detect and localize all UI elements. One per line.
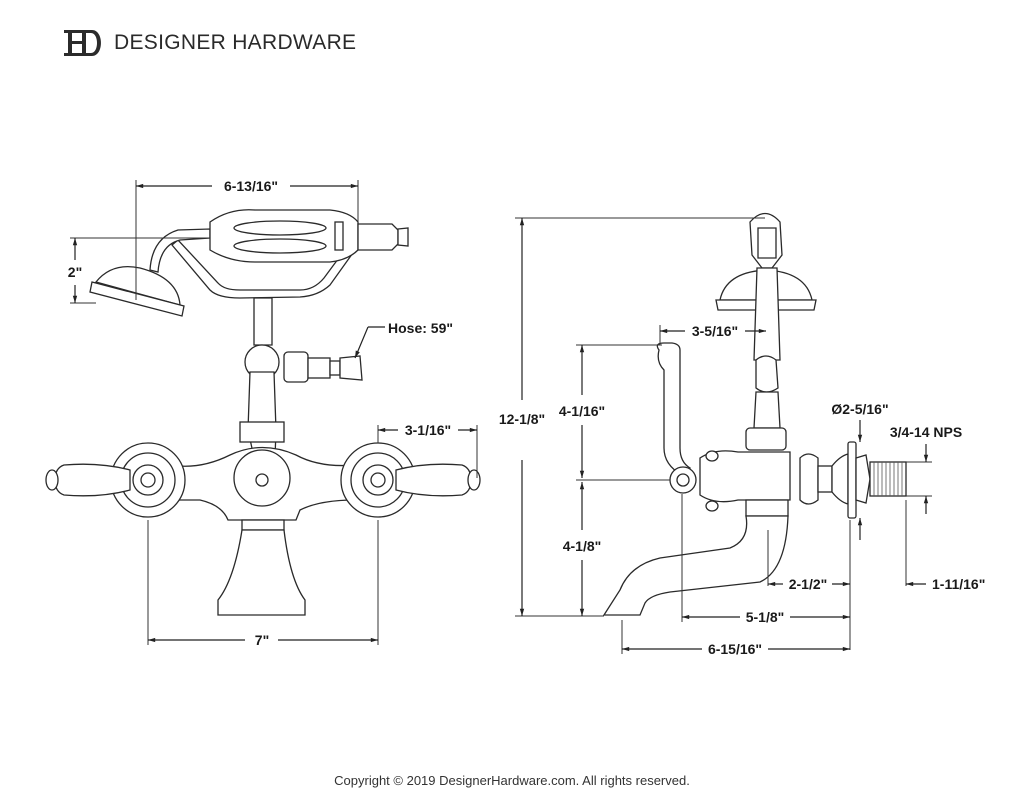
left-stem: [140, 472, 156, 488]
right-lever-tip: [467, 469, 481, 491]
dim-spout-mid: 5-1/8": [746, 609, 785, 625]
side-flange-cone: [831, 453, 849, 505]
riser-nut: [239, 421, 285, 443]
hose-fitting: [307, 357, 331, 379]
side-riser-nut: [745, 427, 787, 451]
side-threaded-shank: [869, 461, 907, 497]
side-body-boss: [705, 500, 719, 512]
hose-stub: [397, 227, 409, 247]
side-union: [799, 453, 819, 505]
handle-grip-slot: [233, 238, 327, 254]
dim-flange-diameter: Ø2-5/16": [831, 401, 888, 417]
handle-ring: [334, 221, 344, 251]
cradle-stem: [253, 297, 273, 346]
right-lever-handle: [395, 463, 472, 497]
handle-grip-slot: [233, 220, 327, 236]
dim-overall-height: 12-1/8": [499, 411, 545, 427]
side-hose-thread: [757, 227, 777, 259]
dim-thread-length: 1-11/16": [932, 576, 985, 592]
right-stem: [370, 472, 386, 488]
side-spout: [602, 515, 789, 616]
dim-lower-height: 4-1/8": [563, 538, 602, 554]
brand-header: DESIGNER HARDWARE: [62, 26, 356, 60]
hose-coil: [339, 355, 363, 381]
dim-handle-offset: 3-5/16": [692, 323, 738, 339]
handshower-face: [89, 281, 185, 317]
side-hex-nut: [855, 454, 871, 504]
hose-nut: [283, 351, 309, 383]
dh-monogram-logo-icon: [64, 30, 101, 56]
side-diverter-knob-inner: [676, 473, 690, 487]
hose-outlet: [329, 360, 341, 376]
copyright-footer: Copyright © 2019 DesignerHardware.com. A…: [334, 773, 690, 788]
dim-upper-height: 4-1/16": [559, 403, 605, 419]
side-flange: [847, 441, 857, 519]
hose-connector: [357, 223, 399, 251]
spout-base: [217, 529, 306, 616]
left-lever-handle: [54, 463, 131, 497]
dim-thread-spec: 3/4-14 NPS: [890, 424, 962, 440]
side-coupling: [817, 465, 833, 493]
brand-name: DESIGNER HARDWARE: [114, 31, 357, 54]
front-view: 6-13/16" 2" Hose: 59" 3-1/16" 7": [45, 178, 481, 648]
dim-spout-short: 2-1/2": [789, 576, 828, 592]
dim-center-spacing: 7": [255, 632, 269, 648]
dim-handshower-width: 6-13/16": [224, 178, 278, 194]
side-handle-body: [753, 267, 781, 361]
handshower-head: [94, 265, 181, 306]
side-view: 12-1/8" 4-1/16" 4-1/8" 3-5/16" Ø2-5/16" …: [499, 212, 985, 657]
side-diverter-lever: [656, 342, 692, 476]
side-spout-collar: [745, 499, 789, 517]
side-hose-coil: [755, 355, 779, 393]
spout-collar: [241, 519, 285, 531]
dim-hose-length: Hose: 59": [388, 320, 453, 336]
dim-spout-long: 6-15/16": [708, 641, 762, 657]
side-riser: [753, 391, 781, 429]
dim-handshower-height: 2": [68, 264, 82, 280]
dim-handle-reach: 3-1/16": [405, 422, 451, 438]
thread-lines: [873, 462, 903, 496]
side-body-boss: [705, 450, 719, 462]
left-lever-tip: [45, 469, 59, 491]
center-screw: [255, 473, 269, 487]
